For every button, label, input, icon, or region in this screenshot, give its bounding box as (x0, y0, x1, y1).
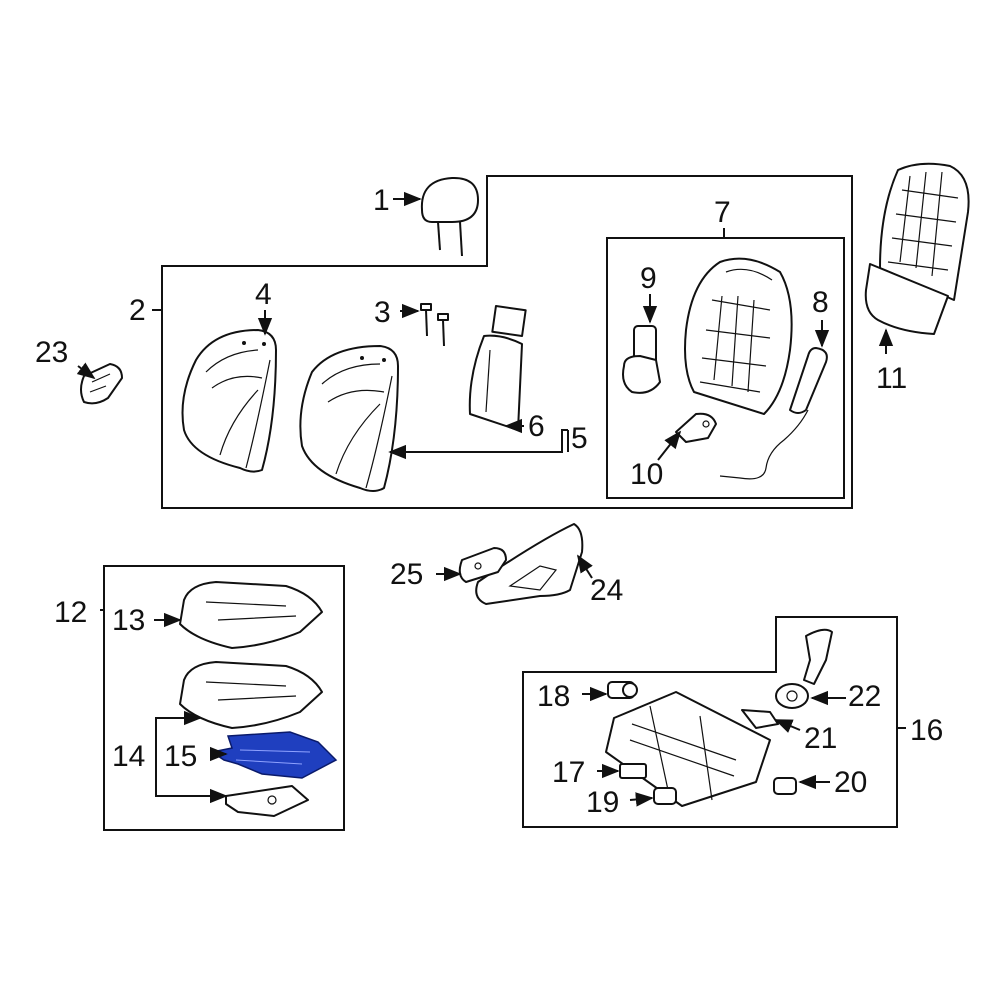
callout-19[interactable]: 19 (586, 786, 619, 819)
seatback-board-part[interactable] (864, 162, 970, 335)
adjuster-motor-b-part[interactable] (653, 787, 677, 805)
cushion-cover-part[interactable] (179, 581, 323, 649)
frame-bracket-part[interactable] (675, 412, 717, 443)
callout-7[interactable]: 7 (714, 196, 731, 229)
seatback-group-box (161, 175, 853, 509)
headrest-part[interactable] (420, 176, 479, 257)
callout-15[interactable]: 15 (164, 740, 197, 773)
callout-24[interactable]: 24 (590, 574, 623, 607)
callout-3[interactable]: 3 (374, 296, 391, 329)
callout-16[interactable]: 16 (910, 714, 943, 747)
seat-adjuster-part[interactable] (605, 628, 833, 807)
side-airbag-part[interactable] (719, 347, 828, 480)
lumbar-unit-part[interactable] (775, 683, 809, 709)
callout-17[interactable]: 17 (552, 756, 585, 789)
callout-4[interactable]: 4 (255, 278, 272, 311)
callout-10[interactable]: 10 (630, 458, 663, 491)
headrest-guides-part[interactable] (420, 303, 449, 347)
leader-lines (76, 191, 906, 807)
adjuster-motor-a-part[interactable] (607, 681, 638, 699)
adjuster-motor-c-part[interactable] (773, 777, 797, 795)
side-shield-part[interactable] (475, 523, 584, 605)
callout-12[interactable]: 12 (54, 596, 87, 629)
cushion-group-box (103, 565, 345, 831)
callout-20[interactable]: 20 (834, 766, 867, 799)
callout-23[interactable]: 23 (35, 336, 68, 369)
recliner-motor-part[interactable] (622, 325, 661, 394)
seat-heater-part[interactable] (210, 731, 338, 779)
seatback-frame-part[interactable] (684, 257, 793, 415)
seatback-pad-part[interactable] (299, 345, 399, 492)
switch-module-part[interactable] (619, 763, 647, 779)
callout-1[interactable]: 1 (373, 184, 390, 217)
adjuster-group-box (522, 616, 898, 828)
seatback-cover-part[interactable] (181, 329, 277, 473)
back-panel-part[interactable] (468, 305, 527, 431)
adjuster-bracket-part[interactable] (741, 709, 779, 729)
callout-13[interactable]: 13 (112, 604, 145, 637)
callout-6[interactable]: 6 (528, 410, 545, 443)
callout-21[interactable]: 21 (804, 722, 837, 755)
callout-11[interactable]: 11 (876, 362, 907, 395)
callout-2[interactable]: 2 (129, 294, 146, 327)
cushion-mat-part[interactable] (225, 785, 309, 817)
callout-5[interactable]: 5 (571, 422, 588, 455)
callout-14[interactable]: 14 (112, 740, 145, 773)
callout-25[interactable]: 25 (390, 558, 423, 591)
callout-22[interactable]: 22 (848, 680, 881, 713)
callout-18[interactable]: 18 (537, 680, 570, 713)
frame-subgroup-box (606, 237, 845, 499)
cushion-pad-part[interactable] (179, 661, 323, 729)
switch-knob-part[interactable] (80, 363, 123, 405)
callout-9[interactable]: 9 (640, 262, 657, 295)
callout-8[interactable]: 8 (812, 286, 829, 319)
